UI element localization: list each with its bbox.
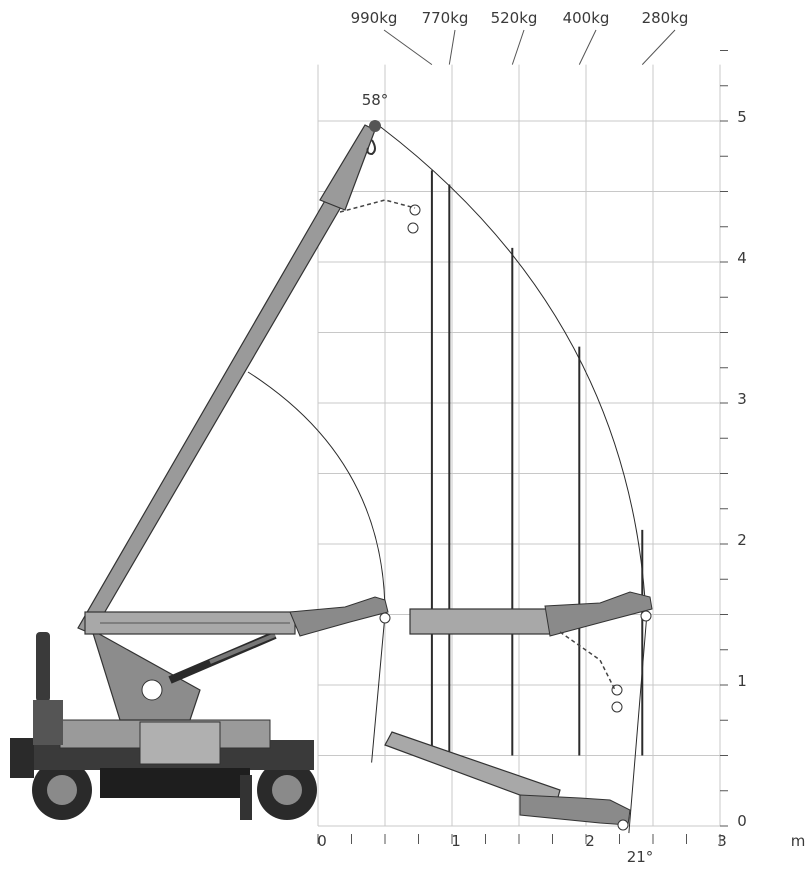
y-tick-5: 5	[737, 108, 747, 126]
grid	[317, 50, 728, 844]
x-tick-3: 3	[717, 832, 727, 850]
load-leader-line	[448, 29, 456, 65]
load-label-280: 280kg	[642, 9, 689, 27]
load-label-770: 770kg	[422, 9, 469, 27]
hook-icon	[366, 139, 376, 156]
y-tick-3: 3	[737, 390, 747, 408]
x-tick-2: 2	[585, 832, 595, 850]
y-tick-4: 4	[737, 249, 747, 267]
load-leader-line	[511, 29, 525, 65]
load-label-520: 520kg	[491, 9, 538, 27]
working-envelope	[247, 29, 676, 834]
load-leader-line	[641, 29, 676, 65]
load-label-400: 400kg	[563, 9, 610, 27]
outer-reach-arc	[377, 124, 647, 834]
load-labels: 990kg 770kg 520kg 400kg 280kg	[351, 9, 689, 27]
x-axis: 0 1 2 3 m	[317, 832, 805, 850]
crane-machine-icon	[10, 120, 653, 831]
load-leader-line	[578, 29, 597, 65]
y-tick-0: 0	[737, 812, 747, 830]
load-leader-line	[383, 29, 433, 66]
y-tick-2: 2	[737, 531, 747, 549]
load-label-990: 990kg	[351, 9, 398, 27]
inner-reach-arc	[247, 371, 386, 763]
y-tick-1: 1	[737, 672, 747, 690]
x-tick-1: 1	[451, 832, 461, 850]
max-angle-label: 58°	[362, 91, 389, 109]
y-axis: 0 1 2 3 4 5	[737, 108, 747, 830]
x-tick-0: 0	[317, 832, 327, 850]
x-unit: m	[791, 832, 806, 850]
min-angle-label: 21°	[627, 848, 654, 866]
